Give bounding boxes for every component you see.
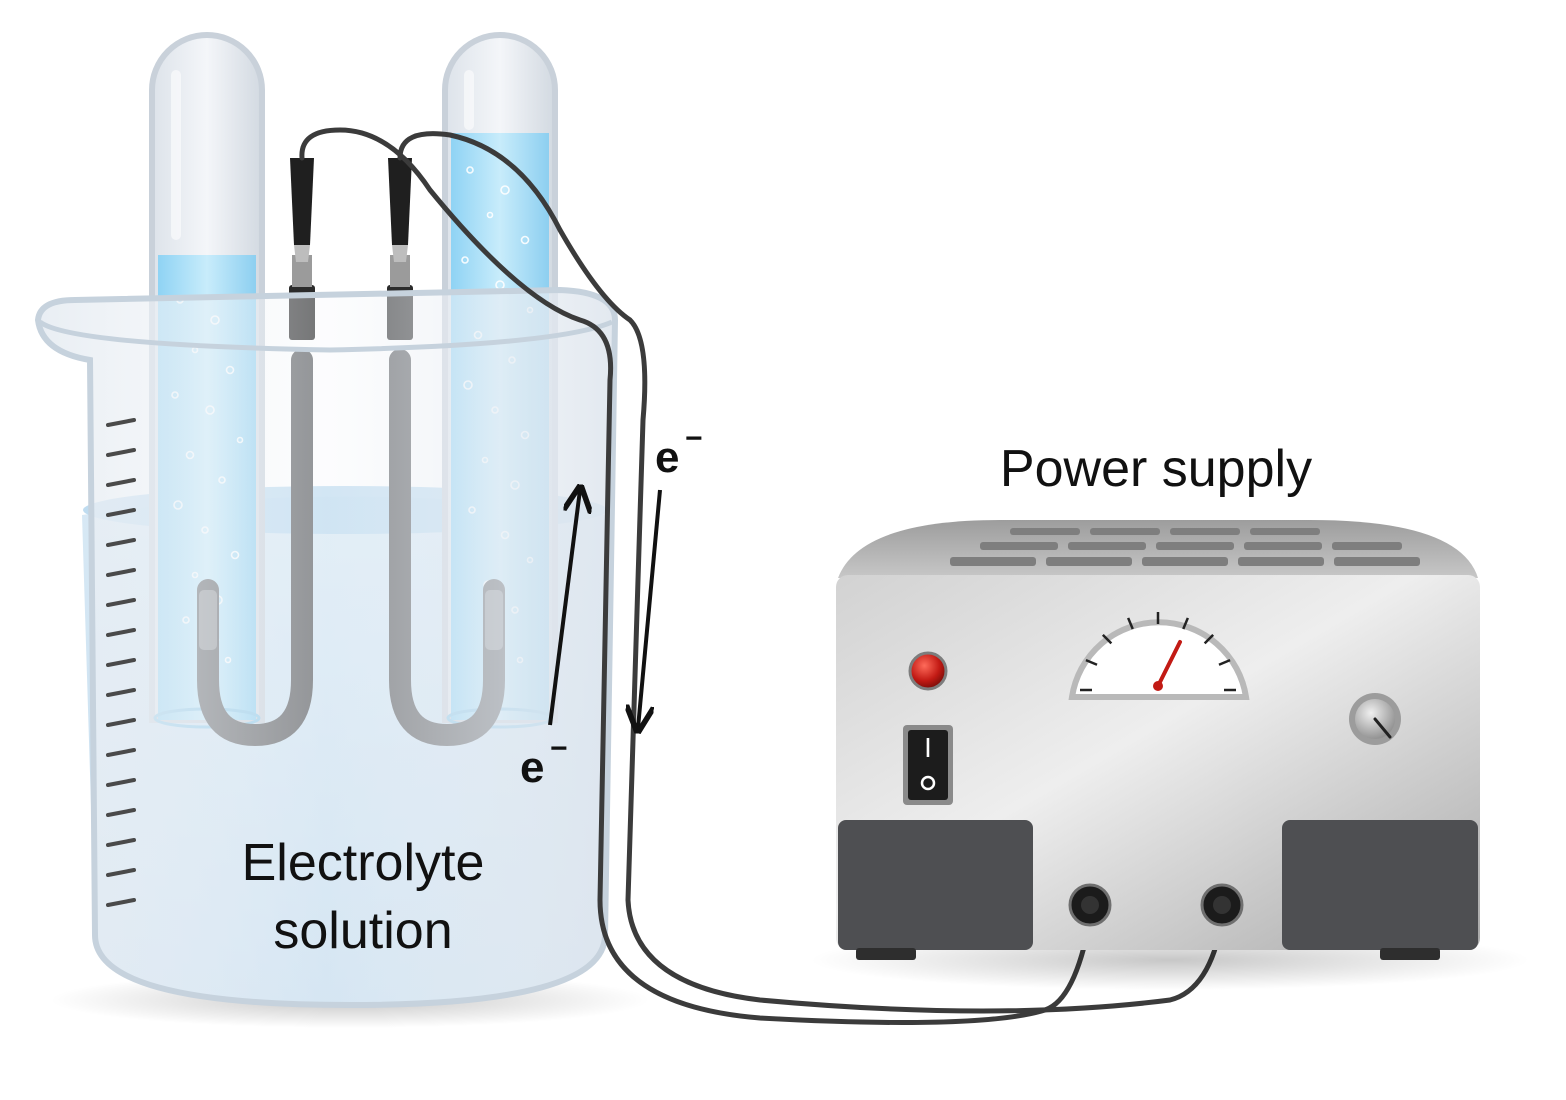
vent-slots [950,528,1420,566]
electrolyte-label-line2: solution [273,902,452,960]
foot-panel-right [1282,820,1478,950]
wire-left [299,127,1093,1025]
foot-panel-left [838,820,1033,950]
power-switch[interactable]: I [903,725,953,805]
electron-label-bottom: e [520,743,544,792]
meter-tick [1101,633,1113,645]
terminal-positive[interactable] [1200,883,1244,927]
terminal-negative[interactable] [1068,883,1112,927]
switch-on-mark: I [924,734,932,764]
power-supply: I [810,520,1530,990]
meter-tick [1218,658,1231,666]
wires [299,127,1225,1025]
graduation-marks [106,418,136,907]
dial-meter [1068,612,1250,700]
wire-right [397,131,1225,1014]
meter-tick [1182,617,1190,630]
electron-label-top: e [655,433,679,482]
meter-ticks [1080,612,1236,692]
switch-off-mark [920,775,936,791]
indicator-light [908,651,948,691]
electron-charge-top: − [685,422,703,455]
adjustment-knob[interactable] [1349,693,1401,745]
meter-needle [1156,640,1182,688]
electron-charge-bottom: − [550,732,568,765]
electron-flow: e − e − [520,422,703,792]
beaker-glass [34,286,619,1009]
meter-tick [1203,633,1215,645]
meter-tick [1085,658,1098,666]
electron-arrow-down [638,489,662,728]
power-supply-label: Power supply [1000,440,1312,498]
meter-tick [1126,617,1134,630]
electron-arrow-up [548,490,580,726]
electrolyte-label-line1: Electrolyte [242,834,485,892]
